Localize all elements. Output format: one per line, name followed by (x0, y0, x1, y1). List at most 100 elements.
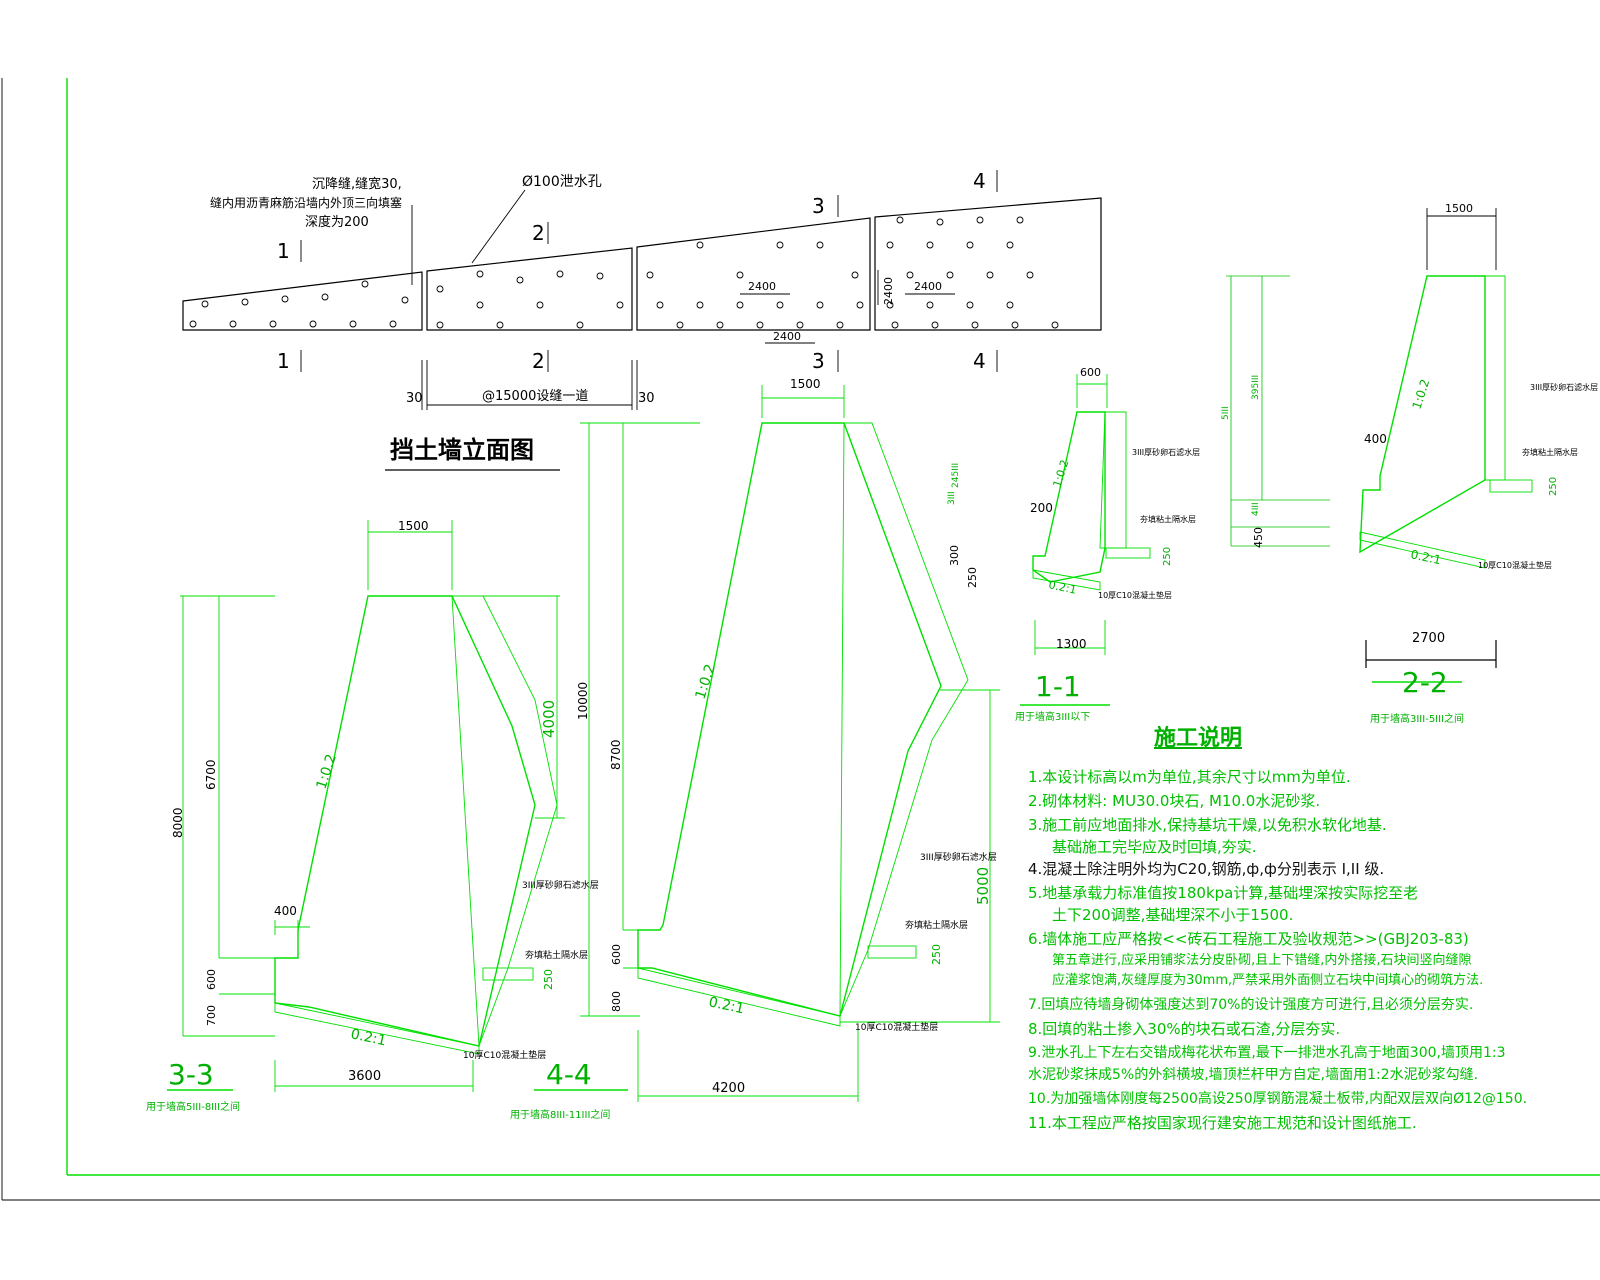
s33-layer2: 夯填粘土隔水层 (525, 949, 588, 961)
s33-h-base1: 600 (205, 969, 218, 990)
s22-h-b: 395III (1251, 375, 1261, 400)
s11-h-b: 245III (951, 463, 961, 488)
s44-back: 5000 (974, 867, 992, 905)
note-item: 第五章进行,应采用铺浆法分皮卧砌,且上下错缝,内外搭接,石块间竖向缝隙 (1052, 953, 1472, 968)
s33-note: 用于墙高5III-8III之间 (146, 1100, 240, 1113)
s11-label: 1-1 (1035, 670, 1081, 703)
s22-h-c: 4III (1251, 502, 1261, 516)
elevation-panel-2 (426, 247, 633, 331)
note-item: 8.回填的粘土掺入30%的块石或石渣,分层夯实. (1028, 1020, 1341, 1038)
s44-note: 用于墙高8III-11III之间 (510, 1108, 610, 1121)
s11-toe: 200 (1030, 501, 1053, 515)
s33-h-upper: 6700 (204, 759, 218, 790)
dim-2400-c: 2400 (773, 330, 801, 343)
drawing-frame (1, 78, 1600, 1201)
note-item: 10.为加强墙体刚度每2500高设250厚钢筋混凝土板带,内配双层双向Ø12@1… (1028, 1091, 1528, 1107)
note-item: 11.本工程应严格按国家现行建安施工规范和设计图纸施工. (1028, 1114, 1417, 1132)
s33-top-dim: 1500 (398, 519, 429, 533)
section-4-4-labels: 1500 10000 8700 600 800 5000 4200 1:0.2 … (510, 377, 997, 1121)
note-item: 2.砌体材料: MU30.0块石, M10.0水泥砂浆. (1028, 792, 1321, 810)
s33-dim250: 250 (542, 969, 555, 990)
section-1-1-labels: 600 200 1300 3III 245III 300 250 1:0.2 0… (947, 366, 1200, 723)
s44-h-base2: 800 (610, 991, 623, 1012)
s22-layer1: 3III厚砂卵石滤水层 (1530, 382, 1598, 392)
section-4-4 (534, 385, 1000, 1102)
s33-back: 4000 (540, 700, 558, 738)
s33-width: 3600 (348, 1069, 381, 1084)
mark-1-top: 1 (277, 239, 290, 263)
elevation-panel-1 (182, 271, 423, 331)
s33-layer1: 3III厚砂卵石滤水层 (522, 879, 599, 891)
s44-layer2: 夯填粘土隔水层 (905, 919, 968, 931)
note-item: 4.混凝土除注明外均为C20,钢筋,ф,ф分别表示 I,II 级. (1028, 860, 1385, 878)
s44-layer3: 10厚C10混凝土垫层 (855, 1021, 938, 1033)
s22-slope1: 1:0.2 (1410, 377, 1433, 411)
s44-h-upper: 8700 (609, 739, 623, 770)
s11-width: 1300 (1056, 637, 1087, 651)
s44-slope2: 0.2:1 (707, 994, 745, 1017)
mark-4-top: 4 (973, 169, 986, 193)
s44-h-total: 10000 (576, 682, 590, 720)
s11-note: 用于墙高3III以下 (1015, 710, 1090, 723)
note-item: 3.施工前应地面排水,保持基坑干燥,以免积水软化地基. (1028, 816, 1387, 834)
s22-layer2: 夯填粘土隔水层 (1522, 447, 1578, 457)
s33-toe: 400 (274, 904, 297, 918)
s22-h-d: 450 (1252, 527, 1265, 548)
mark-2-top: 2 (532, 221, 545, 245)
section-marks-top (300, 170, 998, 372)
s44-h-base1: 600 (610, 944, 623, 965)
mark-1-bottom: 1 (277, 349, 290, 373)
s22-width: 2700 (1412, 631, 1445, 646)
note-item: 5.地基承载力标准值按180kpa计算,基础埋深按实际挖至老 (1028, 884, 1419, 902)
s22-dim250: 250 (1548, 477, 1559, 496)
s22-top-dim: 1500 (1445, 202, 1473, 215)
dim-2400-a: 2400 (748, 280, 776, 293)
joint-spacing: @15000设缝一道 (482, 389, 588, 404)
s44-top-dim: 1500 (790, 377, 821, 391)
note-item: 9.泄水孔上下左右交错成梅花状布置,最下一排泄水孔高于地面300,墙顶用1:3 (1028, 1045, 1506, 1061)
mark-3-bottom: 3 (812, 349, 825, 373)
s22-note: 用于墙高3III-5III之间 (1370, 712, 1464, 725)
s11-top-dim: 600 (1080, 366, 1101, 379)
s11-slope1: 1:0.2 (1050, 458, 1071, 489)
s11-h-c: 300 (948, 545, 961, 566)
s33-slope2: 0.2:1 (349, 1026, 387, 1049)
drain-hole-label: Ø100泄水孔 (522, 174, 602, 190)
s22-layer3: 10厚C10混凝土垫层 (1478, 560, 1552, 570)
note-item: 应灌浆饱满,灰缝厚度为30mm,严禁采用外面侧立石块中间填心的砌筑方法. (1052, 973, 1484, 988)
s11-h-a: 3III (947, 491, 957, 505)
section-2-2-labels: 1500 400 2700 5III 395III 4III 450 1:0.2… (1221, 202, 1598, 725)
note-item: 1.本设计标高以m为单位,其余尺寸以mm为单位. (1028, 768, 1351, 786)
s33-h-total: 8000 (171, 807, 185, 838)
s22-toe: 400 (1364, 432, 1387, 446)
settlement-note-1: 沉降缝,缝宽30, (312, 176, 402, 192)
drain-holes (189, 216, 1059, 329)
s44-label: 4-4 (546, 1058, 592, 1091)
s33-slope1: 1:0.2 (314, 752, 340, 791)
settlement-note-2: 缝内用沥青麻筋沿墙内外顶三向填塞 (210, 195, 402, 210)
elevation-title: 挡土墙立面图 (390, 436, 534, 464)
mark-3-top: 3 (812, 194, 825, 218)
joint-width-right: 30 (638, 391, 655, 406)
s22-slope2: 0.2:1 (1409, 547, 1442, 567)
s11-layer1: 3III厚砂卵石滤水层 (1132, 447, 1200, 457)
notes-title: 施工说明 (1154, 726, 1243, 751)
s44-slope1: 1:0.2 (693, 662, 719, 701)
elevation-view (182, 170, 1102, 471)
s44-layer1: 3III厚砂卵石滤水层 (920, 851, 997, 863)
settlement-note-3: 深度为200 (305, 214, 369, 230)
note-item: 基础施工完毕应及时回填,夯实. (1052, 838, 1257, 856)
note-item: 6.墙体施工应严格按<<砖石工程施工及验收规范>>(GBJ203-83) (1028, 930, 1469, 948)
s44-dim250: 250 (930, 944, 943, 965)
mark-4-bottom: 4 (973, 349, 986, 373)
note-item: 7.回填应待墙身砌体强度达到70%的设计强度方可进行,且必须分层夯实. (1028, 997, 1474, 1013)
dim-2400-b: 2400 (914, 280, 942, 293)
s11-slope2: 0.2:1 (1047, 578, 1077, 597)
section-2-2 (1226, 208, 1533, 683)
elevation-panel-4 (874, 197, 1102, 331)
section-3-3 (167, 520, 565, 1092)
s44-width: 4200 (712, 1081, 745, 1096)
s11-dim250: 250 (1162, 547, 1173, 566)
dim-2400-v: 2400 (882, 277, 895, 305)
